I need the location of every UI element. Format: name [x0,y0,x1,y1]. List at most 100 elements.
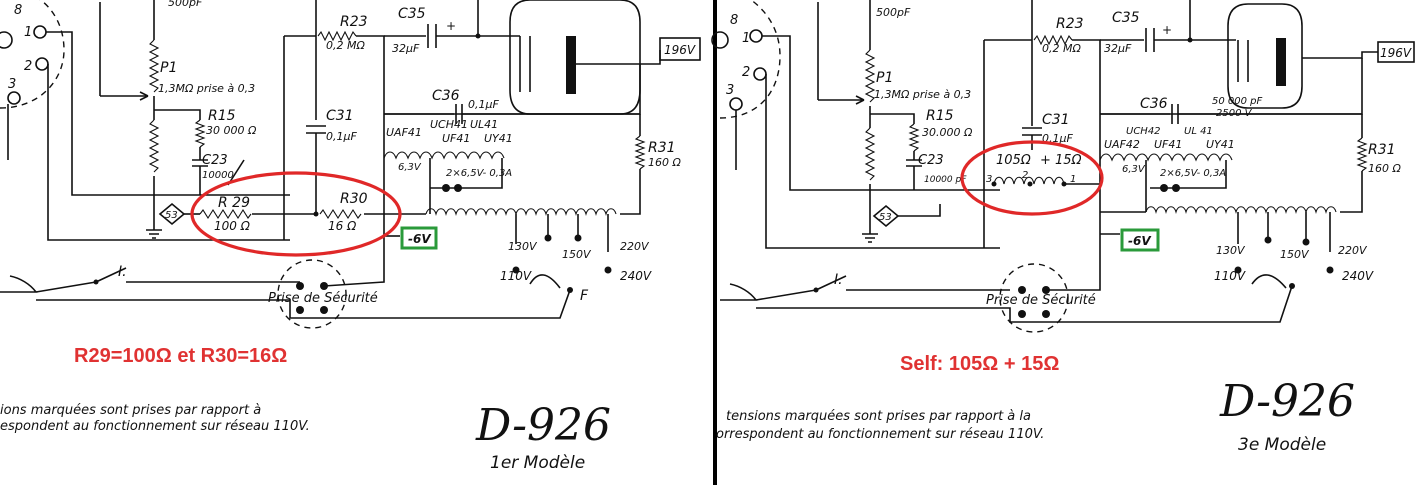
left-tap-110 [512,266,520,274]
right-uy41-label: UY41 [1206,138,1235,151]
right-neg6-box [1120,228,1160,252]
right-note-line1: tensions marquées sont prises par rappor… [726,409,1031,424]
left-socket-outline [0,0,65,109]
left-lamp-2 [454,184,462,192]
left-filament-label: 2×6,5V- 0,3A [446,168,512,179]
right-switch-blade [815,275,847,291]
left-tap-wires [515,214,609,252]
left-heater-links [429,158,503,214]
right-pin2-label: 2 [742,65,750,80]
right-240v-label: 240V [1342,269,1374,283]
left-plug-pin-d [320,306,328,314]
left-ground [146,176,162,239]
right-c36-voltage: 2500 V [1216,108,1253,119]
left-r15-label: R15 [208,108,236,124]
right-plug-link [1046,270,1101,291]
right-r15-value: 30.000 Ω [922,126,973,139]
left-c35-value: 32µF [392,42,420,55]
right-note-line2: orrespondent au fonctionnement sur résea… [716,427,1044,442]
right-self-choke [993,176,1065,185]
right-p1-wiper [818,95,865,105]
left-plug-link [323,270,385,287]
left-tap-150 [574,234,582,242]
left-c31-value: 0,1µF [326,130,357,143]
right-c500-label: 500pF [876,6,911,19]
right-tap-wires [1237,212,1331,252]
right-tap1-label: 1 [1070,174,1076,185]
right-self-a-label: 105Ω [996,153,1031,168]
left-c23-label: C23 [202,153,228,168]
right-tap-150 [1302,238,1310,246]
right-tap2-label: 2 [1022,170,1028,181]
left-switch-label: I. [118,264,127,280]
left-uy41-label: UY41 [484,132,513,145]
left-b-plus-line [384,64,641,115]
right-tap3-label: 3 [986,174,992,185]
right-model-sub: 3e Modèle [1238,435,1326,455]
right-110v-label: 110V [1214,269,1246,283]
right-ground [862,184,878,243]
left-tap-240 [604,266,612,274]
left-r15-resistor [194,119,206,148]
right-self-tap2 [1027,181,1033,187]
left-node-53-label: 53 [165,210,178,221]
right-r23-resistor [1033,34,1073,46]
left-uaf41-label: UAF41 [386,126,422,139]
left-pin-3 [7,91,21,105]
left-r31-wire-bottom [620,169,641,215]
right-pin8-label: 8 [730,13,738,28]
right-6v3-label: 6,3V [1122,164,1146,175]
right-caption: Self: 105Ω + 15Ω [900,353,1059,375]
right-r15-label: R15 [926,108,954,124]
left-6v3-label: 6,3V [398,162,422,173]
left-r23-resistor [317,30,357,42]
left-pin-center [0,31,13,49]
right-tap-110 [1234,266,1242,274]
right-plug-pin-d [1042,310,1050,318]
left-ul41-label: UL41 [470,118,498,131]
left-pin-1 [33,25,47,39]
left-r31-value: 160 Ω [648,156,681,169]
left-c23-value: 10000 [202,170,234,181]
left-r31-resistor [634,135,646,170]
right-self-tap3 [991,181,997,187]
right-uf41-label: UF41 [1154,138,1182,151]
left-tube-grid [519,36,531,92]
left-transformer-winding [425,208,617,216]
left-model-sub: 1er Modèle [490,453,585,473]
right-node-53-label: 53 [879,212,892,223]
left-c36-value: 0,1µF [468,98,499,111]
panel-divider [713,0,717,485]
right-safety-plug-outline [999,263,1069,333]
left-lamp-1 [442,184,450,192]
right-pin-3 [729,97,743,111]
right-p1-resistor [864,49,876,103]
right-neg6-label: -6V [1128,234,1152,248]
left-pin2-label: 2 [24,59,32,74]
right-c31-label: C31 [1042,112,1070,128]
right-c23-label: C23 [918,153,944,168]
right-c36-value: 50 000 pF [1212,96,1263,107]
left-p1-label: P1 [160,60,177,76]
left-p1-resistor-b [148,119,160,173]
left-150v-label: 150V [562,248,592,261]
right-pin-center [711,31,729,49]
left-pin3-label: 3 [8,77,16,92]
left-c31-capacitor [306,125,326,134]
right-node-53-wire [898,204,941,217]
right-switch-pivot [813,287,819,293]
right-p1-label: P1 [876,70,893,86]
right-tap-240 [1326,266,1334,274]
right-pin-2 [753,67,767,81]
left-196v-box [659,37,701,61]
right-c35-value: 32µF [1104,42,1132,55]
left-c500-label: 500pF [168,0,203,9]
right-r15-resistor [908,123,920,152]
right-transformer-winding [1145,206,1337,214]
left-c35-capacitor [427,24,437,48]
left-wire-pin2 [47,64,290,241]
right-lamp-1 [1160,184,1168,192]
right-tube-anode [1276,38,1286,86]
left-r30-resistor [319,208,362,220]
